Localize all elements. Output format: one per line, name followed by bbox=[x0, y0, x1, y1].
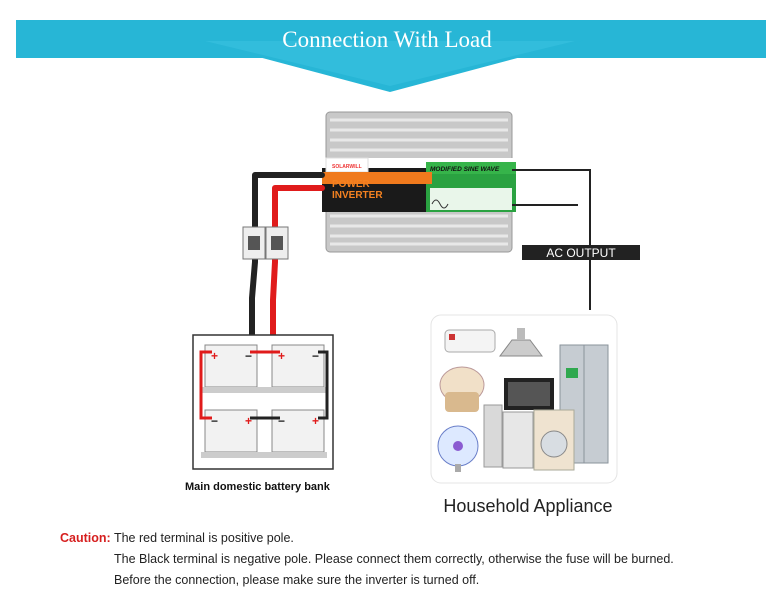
page-title: Connection With Load bbox=[282, 27, 492, 52]
ac-output-label: AC OUTPUT bbox=[546, 246, 616, 260]
inverter-wave-label: MODIFIED SINE WAVE bbox=[430, 166, 500, 173]
svg-text:+: + bbox=[278, 349, 285, 363]
power-inverter bbox=[322, 111, 516, 253]
negative-wire bbox=[249, 172, 325, 349]
svg-text:−: − bbox=[211, 414, 218, 428]
positive-wire bbox=[270, 185, 325, 349]
battery-bank: + − + − − + − + bbox=[192, 334, 334, 470]
caution-label: Caution: bbox=[60, 531, 111, 545]
svg-text:+: + bbox=[245, 414, 252, 428]
svg-text:+: + bbox=[312, 414, 319, 428]
svg-text:−: − bbox=[278, 414, 285, 428]
caution-note: Caution: The red terminal is positive po… bbox=[60, 528, 674, 591]
battery-wires bbox=[249, 172, 325, 349]
inverter-brand: SOLARWILL bbox=[332, 164, 362, 170]
inverter-title-line2: INVERTER bbox=[332, 190, 383, 201]
svg-text:−: − bbox=[312, 349, 319, 363]
svg-text:−: − bbox=[245, 349, 252, 363]
caution-line3: Before the connection, please make sure … bbox=[114, 573, 480, 587]
ac-output-badge bbox=[522, 245, 640, 260]
fuse-holder-negative bbox=[242, 226, 266, 260]
fuse-holder-positive bbox=[265, 226, 289, 260]
caution-line2: The Black terminal is negative pole. Ple… bbox=[114, 552, 674, 566]
ac-output-wires bbox=[512, 169, 591, 310]
svg-text:+: + bbox=[211, 349, 218, 363]
inverter-title-line1: POWER bbox=[332, 179, 371, 190]
caution-line1: The red terminal is positive pole. bbox=[113, 531, 294, 545]
sine-wave-icon bbox=[431, 199, 449, 209]
household-appliance-picture bbox=[430, 314, 618, 484]
battery-caption: Main domestic battery bank bbox=[185, 481, 330, 493]
appliance-caption: Household Appliance bbox=[443, 496, 613, 516]
